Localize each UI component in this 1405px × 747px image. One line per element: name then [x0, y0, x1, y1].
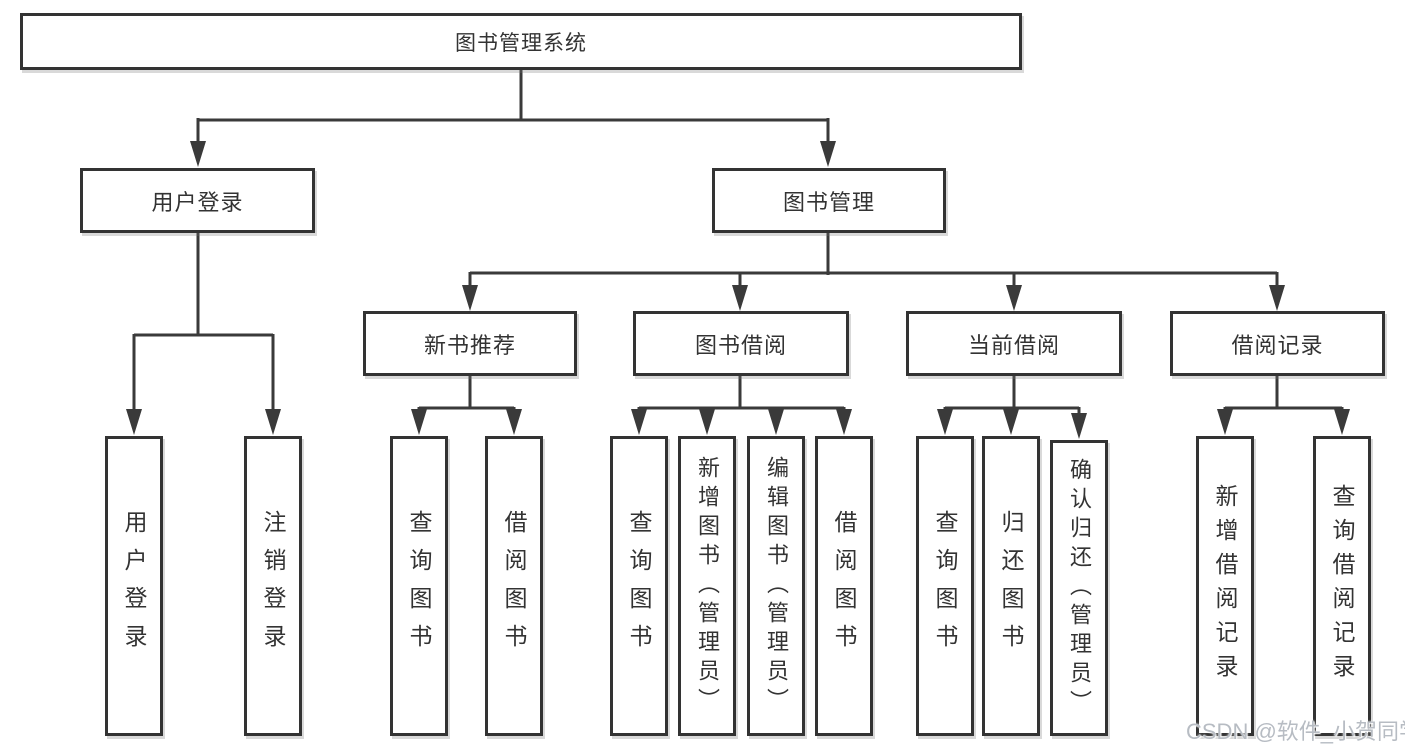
leaf-query-borrow-record: 查询借阅记录: [1313, 436, 1371, 736]
leaf-label: 查询图书: [626, 510, 652, 662]
leaf-logout: 注销登录: [244, 436, 302, 736]
leaf-label: 归还图书: [998, 510, 1024, 662]
leaf-label: 用户登录: [121, 510, 147, 662]
node-new-book-recommend: 新书推荐: [363, 311, 577, 376]
leaf-query-books-1: 查询图书: [390, 436, 448, 736]
node-book-management-branch: 图书管理: [712, 168, 946, 233]
node-label: 当前借阅: [967, 332, 1060, 358]
leaf-query-books-3: 查询图书: [916, 436, 974, 736]
leaf-borrow-books-1: 借阅图书: [485, 436, 543, 736]
node-label: 图书管理系统: [455, 31, 587, 55]
node-label: 借阅记录: [1231, 332, 1324, 358]
leaf-return-books: 归还图书: [982, 436, 1040, 736]
leaf-label: 确认归还（管理员）: [1067, 457, 1092, 719]
node-borrowing-records: 借阅记录: [1170, 311, 1385, 376]
leaf-add-books-admin: 新增图书（管理员）: [678, 436, 736, 736]
leaf-edit-books-admin: 编辑图书（管理员）: [747, 436, 805, 736]
leaf-label: 借阅图书: [831, 510, 857, 662]
node-label: 用户登录: [151, 189, 244, 215]
leaf-label: 编辑图书（管理员）: [764, 455, 789, 717]
leaf-label: 查询图书: [932, 510, 958, 662]
node-current-borrowing: 当前借阅: [906, 311, 1122, 376]
node-book-borrowing: 图书借阅: [633, 311, 849, 376]
leaf-confirm-return-admin: 确认归还（管理员）: [1050, 440, 1108, 736]
leaf-label: 借阅图书: [501, 510, 527, 662]
leaf-query-books-2: 查询图书: [610, 436, 668, 736]
leaf-borrow-books-2: 借阅图书: [815, 436, 873, 736]
leaf-label: 查询借阅记录: [1329, 484, 1355, 688]
leaf-label: 新增图书（管理员）: [695, 455, 720, 717]
node-label: 新书推荐: [423, 332, 516, 358]
leaf-label: 新增借阅记录: [1212, 484, 1238, 688]
node-label: 图书借阅: [694, 332, 787, 358]
leaf-user-login: 用户登录: [105, 436, 163, 736]
leaf-label: 查询图书: [406, 510, 432, 662]
node-root-system: 图书管理系统: [20, 13, 1022, 70]
leaf-add-borrow-record: 新增借阅记录: [1196, 436, 1254, 736]
node-user-login-branch: 用户登录: [80, 168, 315, 233]
node-label: 图书管理: [782, 189, 875, 215]
leaf-label: 注销登录: [260, 510, 286, 662]
